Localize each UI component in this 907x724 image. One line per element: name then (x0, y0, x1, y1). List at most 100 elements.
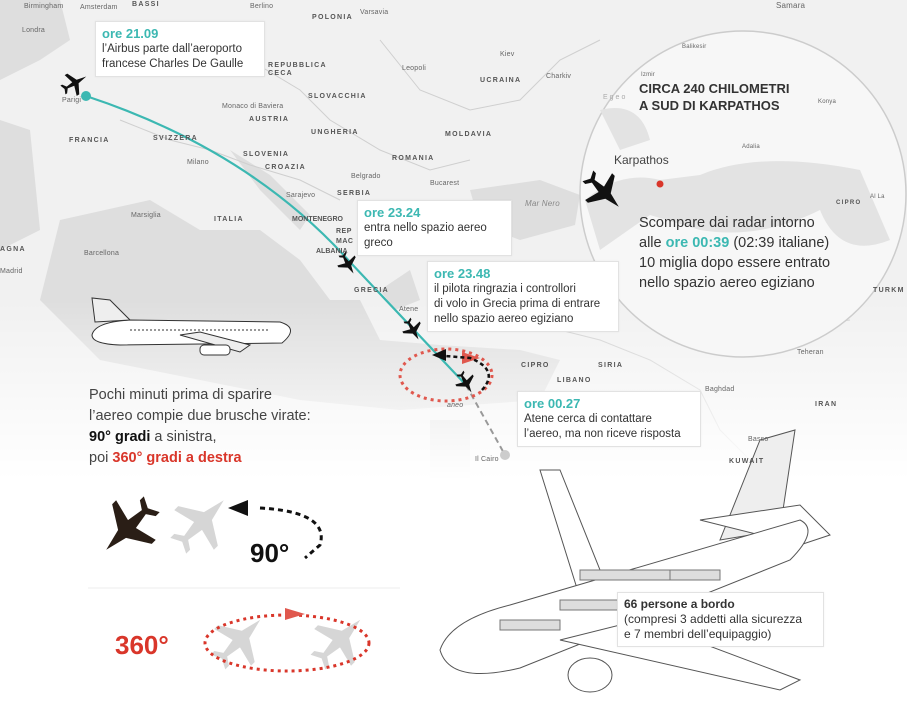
inset-text-line: Scompare dai radar intorno (639, 215, 815, 231)
map-label-country: IRAN (815, 401, 838, 408)
map-label-country: CIPRO (521, 362, 550, 369)
map-label-country: CROAZIA (265, 164, 306, 171)
map-label-country: MAC (336, 238, 354, 245)
turns-text-line: 90° gradi a sinistra, (89, 427, 311, 448)
turn-90-path (444, 354, 490, 391)
map-label-city: Baghdad (705, 386, 735, 393)
karpathos-label: Karpathos (614, 153, 669, 167)
map-label-country: ROMANIA (392, 155, 435, 162)
turns-description: Pochi minuti prima di sparire l’aereo co… (89, 385, 311, 469)
paris-origin-dot (81, 91, 91, 101)
map-label-city: Berlino (250, 3, 274, 10)
map-label-country: AUSTRIA (249, 116, 290, 123)
map-label-city: Charkiv (546, 73, 572, 80)
inset-text-line: 10 miglia dopo essere entrato (639, 255, 831, 271)
event-time: ore 21.09 (102, 26, 159, 41)
event-callout-greek-airspace: ore 23.24 entra nello spazio aereo greco (357, 200, 512, 256)
map-label-country: REPUBBLICA CECA (268, 62, 327, 77)
map-label-city: Amsterdam (80, 4, 118, 11)
map-label-city: Parigi (62, 97, 82, 104)
map-label-country: SVIZZERA (153, 135, 199, 142)
gray-plane-icon (170, 500, 224, 554)
map-label-country: MOLDAVIA (445, 131, 493, 138)
map-label-city: Marsiglia (131, 212, 161, 219)
event-text: il pilota ringrazia i controllori (434, 283, 576, 295)
turns-text-line: Pochi minuti prima di sparire (89, 387, 272, 403)
map-label-country: POLONIA (312, 14, 353, 21)
turn-90-arrow (432, 349, 446, 361)
map-label-city: Varsavia (360, 9, 389, 16)
turn-360-label: 360° (115, 630, 169, 660)
map-label-city: Il Cairo (475, 456, 499, 463)
map-label-country: SLOVACCHIA (308, 93, 367, 100)
inset-text-part: alle (639, 235, 666, 251)
map-label-city: Madrid (0, 268, 23, 275)
event-text: l’Airbus parte dall’aeroporto (102, 43, 242, 55)
map-label-country: ALBANIA (316, 248, 348, 255)
event-text: greco (364, 237, 393, 249)
map-label-city: Adalia (742, 144, 760, 150)
map-label-city: Londra (22, 27, 45, 34)
turns-text-part: a sinistra, (150, 429, 217, 445)
map-label-city: Monaco di Baviera (222, 103, 284, 110)
passengers-info-box: 66 persone a bordo (compresi 3 addetti a… (617, 592, 824, 647)
event-text: nello spazio aereo egiziano (434, 313, 574, 325)
inset-text-line: alle ore 00:39 (02:39 italiane) (639, 233, 830, 253)
map-label-country: SIRIA (598, 362, 624, 369)
map-label-city: Bucarest (430, 180, 460, 187)
side-view-plane-illustration (91, 297, 291, 356)
map-label-country: UNGHERIA (311, 129, 359, 136)
map-label-city: Belgrado (351, 173, 381, 180)
map-label-city: Kiev (500, 51, 515, 58)
map-label-city: Birmingham (24, 3, 64, 10)
event-time: ore 23.24 (364, 205, 421, 220)
inset-time-highlight: ore 00:39 (665, 235, 730, 251)
map-label-city: Konya (818, 99, 837, 105)
turns-360-highlight: 360° gradi a destra (112, 450, 242, 466)
map-label-country: FRANCIA (69, 137, 110, 144)
inset-title: CIRCA 240 CHILOMETRI A SUD DI KARPATHOS (639, 80, 789, 114)
map-label-sea: Egeo (603, 94, 628, 101)
map-label-country: AGNA (0, 246, 26, 253)
turn-90-dashed-arrow (259, 506, 323, 560)
inset-text-line: nello spazio aereo egiziano (639, 275, 815, 291)
map-label-city: Atene (399, 306, 419, 313)
map-label-sea: aneo (447, 402, 464, 409)
dark-plane-icon (106, 496, 160, 550)
passengers-text: (compresi 3 addetti alla sicurezza (624, 612, 803, 626)
event-text: Atene cerca di contattare (524, 413, 652, 425)
inset-description: Scompare dai radar intorno alle ore 00:3… (639, 213, 830, 293)
event-time: ore 23.48 (434, 266, 491, 281)
passengers-text: e 7 membri dell’equipaggio) (624, 627, 772, 641)
event-text: di volo in Grecia prima di entrare (434, 298, 601, 310)
flight-route (85, 94, 467, 386)
map-label-sea: Mar Nero (525, 199, 560, 208)
map-label-country: ITALIA (214, 216, 244, 223)
event-text: l’aereo, ma non riceve risposta (524, 428, 681, 440)
turn-360-ellipse (398, 347, 494, 403)
cairo-dot (500, 450, 510, 460)
map-label-country: GRECIA (354, 287, 390, 294)
map-label-city: Milano (187, 159, 209, 166)
map-label-city: Basso (748, 436, 769, 443)
map-label-country: SERBIA (337, 190, 372, 197)
inset-title-line: A SUD DI KARPATHOS (639, 98, 780, 113)
map-label-country: LIBANO (557, 377, 592, 384)
turn-90-illustration (106, 496, 323, 560)
map-label-country: BASSI (132, 1, 160, 8)
turn-90-label: 90° (250, 538, 290, 568)
map-label-country: KUWAIT (729, 458, 765, 465)
map-label-city: Al La (870, 194, 885, 200)
map-label-city: Samara (776, 1, 806, 10)
map-label-country: SLOVENIA (243, 151, 290, 158)
map-label-city: Izmir (641, 72, 655, 78)
turns-text-part: poi (89, 450, 113, 466)
event-text: francese Charles De Gaulle (102, 58, 244, 70)
turns-90-highlight: 90° gradi (89, 429, 151, 445)
event-callout-departure: ore 21.09 l’Airbus parte dall’aeroporto … (95, 21, 265, 77)
inset-title-line: CIRCA 240 CHILOMETRI (639, 81, 790, 96)
inset-text-part: (02:39 italiane) (729, 235, 830, 251)
map-label-city: Teheran (797, 349, 824, 356)
map-label-country: MONTENEGRO (292, 216, 343, 223)
